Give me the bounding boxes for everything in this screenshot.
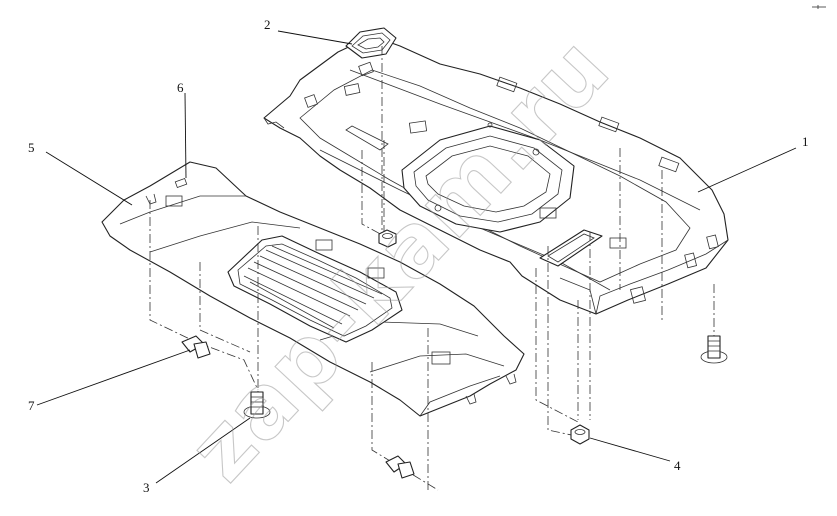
corner-mark [812,5,826,9]
nut-part-4 [570,424,590,445]
nut-part-2-lower [378,229,397,248]
callout-4: 4 [674,458,681,473]
callout-5: 5 [28,140,35,155]
leader-lines [36,30,797,484]
callout-1: 1 [802,134,809,149]
tray-ribs [243,245,383,329]
callouts: 1 2 3 4 5 6 7 [28,17,809,495]
handle-part-2 [345,27,397,59]
callout-3: 3 [143,480,150,495]
bolt-part-7-lower [385,455,415,479]
alignment-lines [149,46,715,491]
floor-panel-part-5 [101,161,525,417]
callout-6: 6 [177,80,184,95]
floor-panel-part-1 [263,35,729,315]
clip-part-3-left [243,391,271,419]
bolt-part-7-upper [181,335,211,359]
callout-7: 7 [28,398,35,413]
callout-2: 2 [264,17,271,32]
clip-part-3-right [700,335,728,364]
